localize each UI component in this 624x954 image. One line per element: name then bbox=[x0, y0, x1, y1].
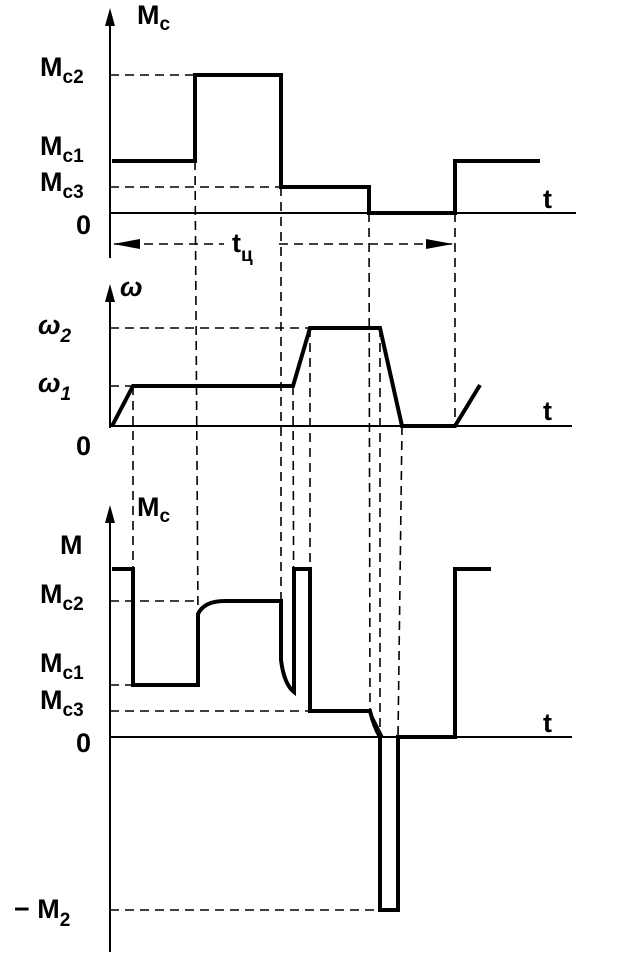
zero-label-bot: 0 bbox=[76, 728, 91, 758]
panel-speed: ω ω2 ω1 0 t bbox=[38, 272, 572, 461]
mc-load-curve bbox=[112, 73, 540, 215]
connector-t1 bbox=[194, 160, 199, 615]
level-mc1-bot-label: Mc1 bbox=[40, 648, 84, 684]
cycle-time-dimension: tц bbox=[113, 226, 453, 266]
time-connectors bbox=[132, 160, 456, 738]
y-axis-bot-arrow bbox=[105, 505, 115, 523]
panel-motor-torque: Mc M Mc2 Mc1 Mc3 0 − M2 t bbox=[14, 492, 572, 952]
cycle-time-arrow-right bbox=[426, 239, 453, 249]
y-axis-top-label: Mc bbox=[137, 0, 171, 35]
level-mc2-label: Mc2 bbox=[40, 52, 84, 88]
level-mc3-bot-label: Mc3 bbox=[40, 685, 84, 721]
y-axis-bot-label: M bbox=[60, 530, 83, 560]
y-axis-top-arrow bbox=[105, 8, 115, 26]
connector-t3c bbox=[397, 425, 403, 738]
zero-label-mid: 0 bbox=[76, 431, 91, 461]
level-minus-m2-label: − M2 bbox=[14, 894, 70, 931]
connector-t2b bbox=[292, 385, 295, 693]
zero-label-top: 0 bbox=[76, 210, 91, 240]
panel-static-torque: tц Mc Mc2 Mc1 Mc3 0 t bbox=[40, 0, 576, 266]
level-mc1-label: Mc1 bbox=[40, 131, 84, 167]
y-axis-mid-arrow bbox=[105, 284, 115, 302]
level-w2-label: ω2 bbox=[38, 310, 72, 347]
curve-mc-label: Mc bbox=[137, 492, 171, 527]
level-mc3-label: Mc3 bbox=[40, 167, 84, 203]
motor-torque-curve bbox=[112, 567, 491, 912]
cycle-time-arrow-left bbox=[113, 239, 140, 249]
connector-t3a bbox=[368, 212, 371, 712]
speed-curve bbox=[110, 326, 482, 428]
t-label-top: t bbox=[543, 184, 552, 214]
t-label-bot: t bbox=[543, 708, 552, 738]
level-w1-label: ω1 bbox=[38, 368, 71, 405]
level-mc2-bot-label: Mc2 bbox=[40, 579, 84, 615]
y-axis-mid-label: ω bbox=[120, 272, 143, 302]
cycle-time-label: tц bbox=[232, 228, 253, 266]
t-label-mid: t bbox=[543, 396, 552, 426]
